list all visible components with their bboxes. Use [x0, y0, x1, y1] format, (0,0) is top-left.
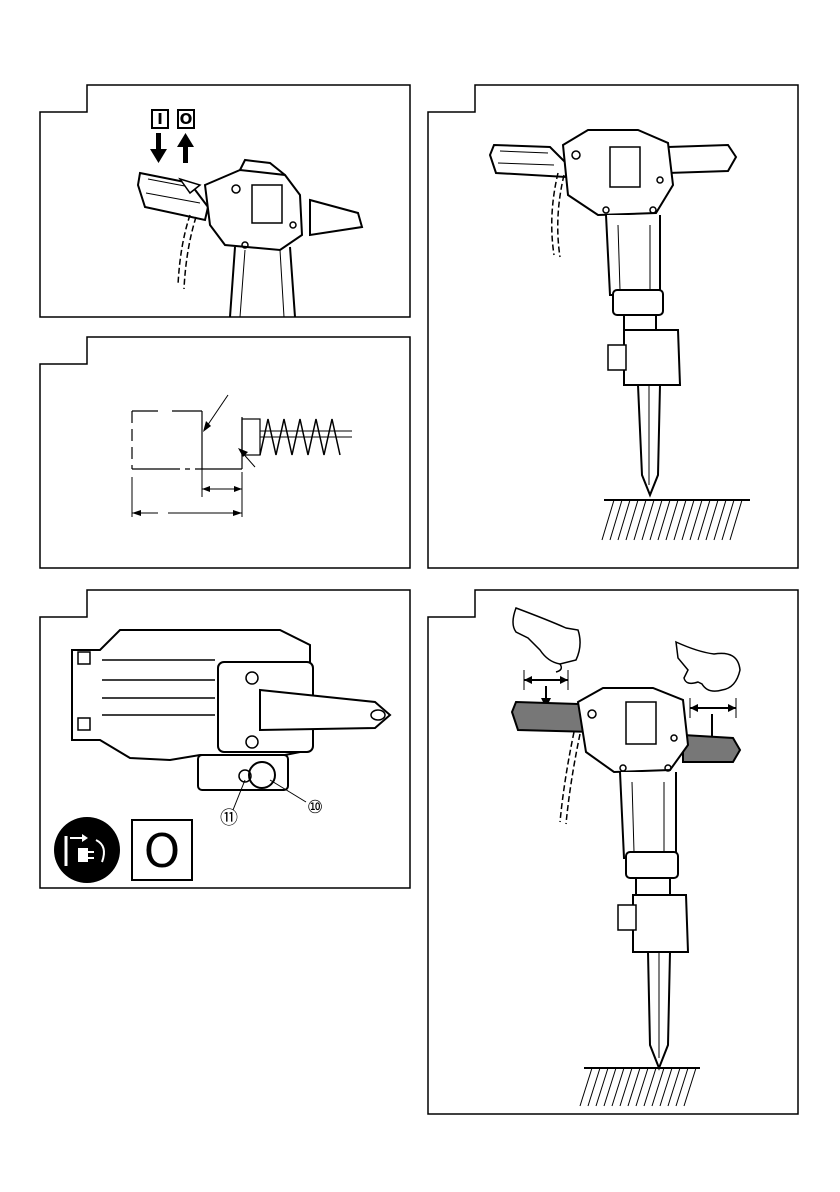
jackhammer-two-hands-illustration [428, 590, 799, 1115]
arrow-down-icon [150, 133, 167, 163]
arrow-up-icon [177, 133, 194, 163]
figure-3-hammer-panel [428, 85, 799, 569]
jackhammer-illustration [428, 85, 799, 569]
spring-diagram [40, 337, 411, 569]
unplug-power-icon [40, 590, 411, 889]
switch-off-symbol-large: O [131, 819, 193, 881]
switch-arrows [40, 85, 411, 318]
figure-1-switch-panel: I O [40, 85, 411, 318]
left-hand-icon [513, 608, 580, 672]
figure-5-side-view-panel: ⑪ ⑩ O [40, 590, 411, 889]
right-hand-icon [676, 642, 740, 691]
figure-2-spring-panel [40, 337, 411, 569]
figure-4-hands-panel [428, 590, 799, 1115]
